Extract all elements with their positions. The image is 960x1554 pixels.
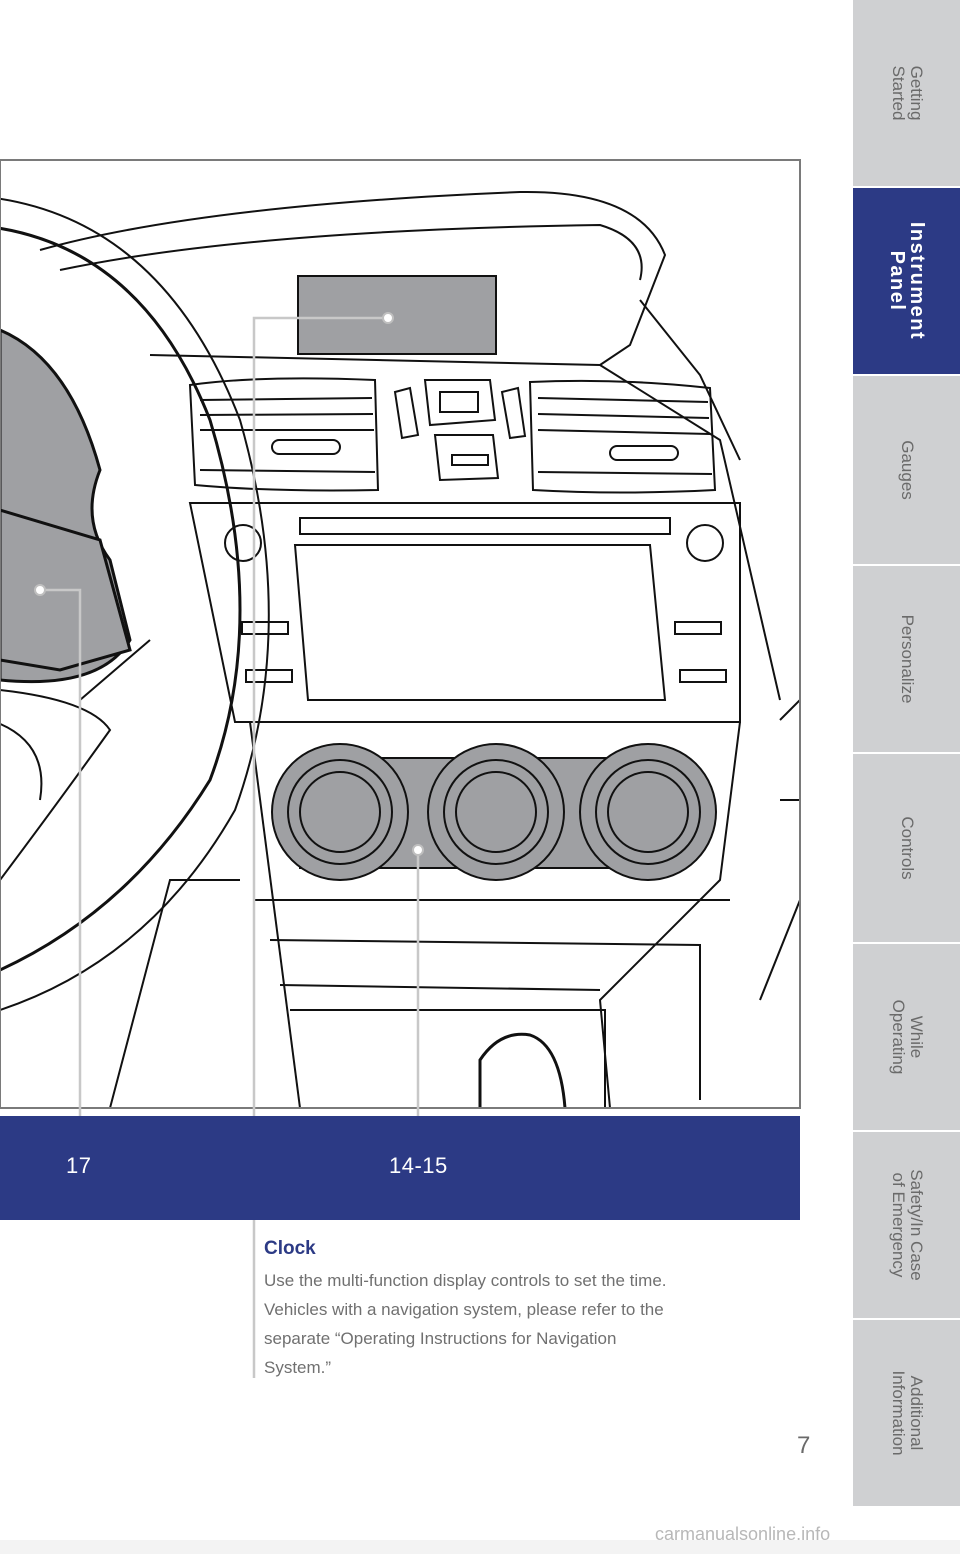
callout-title: Clock [264, 1238, 316, 1259]
tab-getting-started[interactable]: Getting Started [853, 0, 960, 188]
page-number: 7 [797, 1432, 811, 1459]
tab-label: While Operating [888, 999, 926, 1075]
leader-dot-clock [382, 312, 394, 324]
tab-label: Safety/In Case of Emergency [888, 1169, 926, 1281]
tab-gauges[interactable]: Gauges [853, 376, 960, 566]
tab-label: Additional Information [888, 1370, 926, 1456]
tab-label: Controls [897, 816, 917, 880]
tab-additional-information[interactable]: Additional Information [853, 1320, 960, 1508]
footer-link[interactable]: carmanualsonline.info [655, 1524, 831, 1544]
tab-while-operating[interactable]: While Operating [853, 944, 960, 1132]
leader-dot-climate [412, 844, 424, 856]
tab-label: Personalize [897, 614, 917, 704]
page-ref-climate-control[interactable]: 14-15 [389, 1153, 448, 1178]
tab-label: Instrument Panel [885, 221, 928, 341]
callout-body: Use the multi-function display controls … [264, 1271, 667, 1377]
tab-personalize[interactable]: Personalize [853, 566, 960, 754]
tab-label: Getting Started [888, 65, 926, 121]
clock-display [297, 275, 497, 355]
tab-label: Gauges [897, 440, 917, 500]
leader-dot-combination-meter [34, 584, 46, 596]
tab-controls[interactable]: Controls [853, 754, 960, 944]
page-ref-combination-meter[interactable]: 17 [66, 1153, 92, 1178]
tab-instrument-panel[interactable]: Instrument Panel [853, 188, 960, 376]
page-reference-bar [0, 1116, 800, 1220]
tab-safety-emergency[interactable]: Safety/In Case of Emergency [853, 1132, 960, 1320]
section-sidebar: Getting Started Instrument Panel Gauges … [853, 0, 960, 1554]
